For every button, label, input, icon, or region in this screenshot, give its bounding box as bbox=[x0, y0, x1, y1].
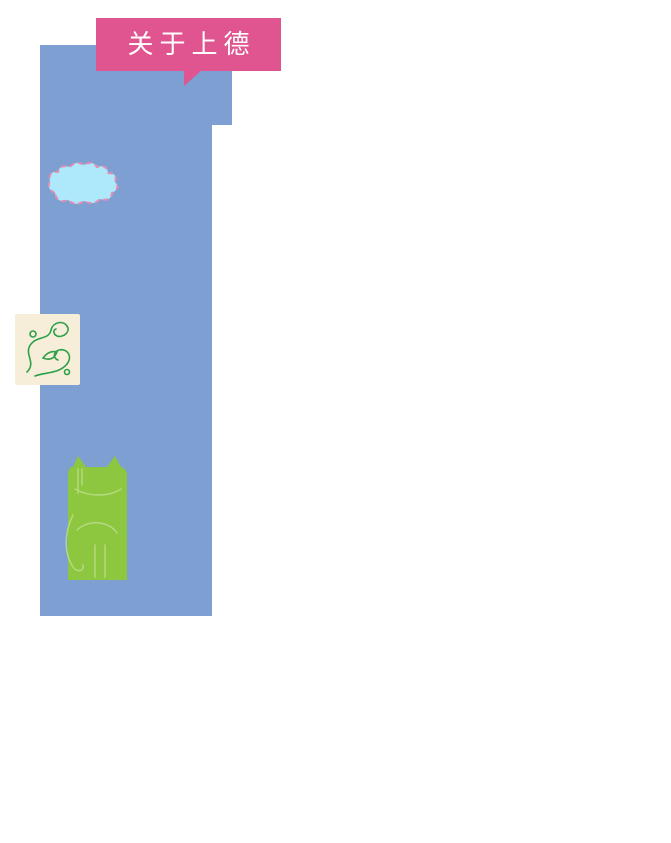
art-dot-2 bbox=[63, 368, 71, 376]
cloud-shape bbox=[47, 161, 119, 205]
cat-image bbox=[65, 456, 127, 580]
cat-body bbox=[68, 456, 127, 580]
banner-tail bbox=[184, 70, 202, 86]
papercut-art-image bbox=[15, 314, 80, 385]
art-dot-1 bbox=[29, 330, 37, 338]
art-swirl-2 bbox=[50, 321, 69, 338]
cat-tail bbox=[65, 514, 85, 572]
cloud-image bbox=[47, 161, 119, 205]
papercut-card bbox=[15, 314, 80, 385]
section-banner-title: 关于上德 bbox=[127, 29, 256, 60]
cat-head-line bbox=[74, 488, 122, 496]
art-leaf bbox=[41, 350, 59, 360]
cat-haunch-line bbox=[76, 522, 118, 534]
art-swirl-1 bbox=[26, 329, 52, 373]
art-swirl-3 bbox=[34, 348, 71, 377]
section-banner: 关于上德 bbox=[96, 18, 281, 71]
